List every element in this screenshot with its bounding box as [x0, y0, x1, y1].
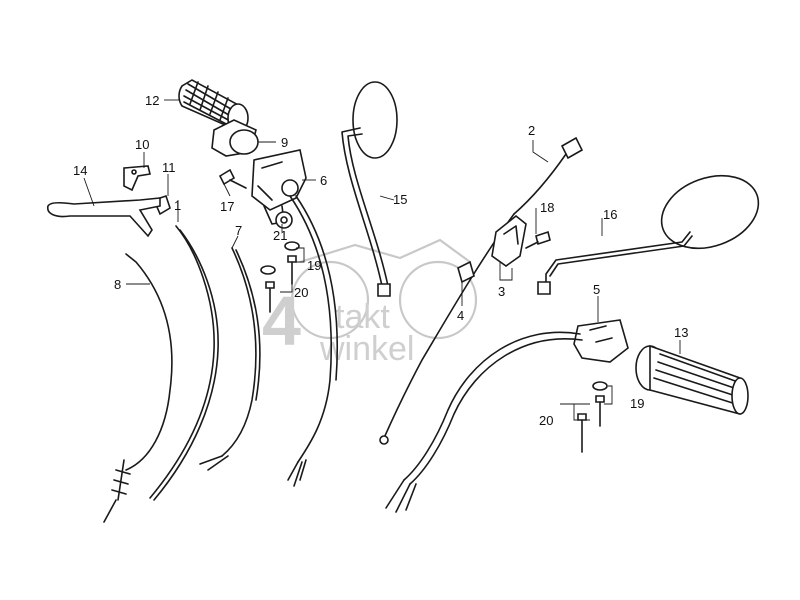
clutch-cable: [103, 253, 173, 523]
nut-part: [275, 211, 293, 229]
right-switch-housing: [573, 319, 629, 363]
callout-20-right: 20: [539, 413, 553, 428]
right-switch: [491, 214, 527, 267]
washer-and-bolts-right: [577, 381, 608, 453]
callout-16: 16: [603, 207, 617, 222]
watermark-logo: 4 takt winkel: [262, 238, 478, 368]
watermark-line2: winkel: [319, 330, 414, 368]
callout-15: 15: [393, 192, 407, 207]
callout-5: 5: [593, 282, 600, 297]
left-wire-harness: [287, 195, 339, 487]
callout-9: 9: [281, 135, 288, 150]
callout-14: 14: [73, 163, 87, 178]
screw-part: [218, 168, 247, 189]
right-grip: [635, 344, 749, 415]
right-mirror: [537, 174, 760, 295]
left-mirror: [341, 81, 398, 297]
callout-19-right: 19: [630, 396, 644, 411]
callout-2: 2: [528, 123, 535, 138]
callout-20-left: 20: [294, 285, 308, 300]
screw-right: [525, 230, 551, 249]
callout-3: 3: [498, 284, 505, 299]
right-wire-harness: [385, 331, 583, 513]
leader-lines: [83, 99, 681, 421]
callout-6: 6: [320, 173, 327, 188]
lever-bracket: [123, 165, 151, 192]
watermark-numeral: 4: [262, 282, 301, 360]
callout-21: 21: [273, 228, 287, 243]
clutch-lever: [46, 197, 161, 238]
callout-8: 8: [114, 277, 121, 292]
callout-17: 17: [220, 199, 234, 214]
washer-and-bolts-left: [260, 241, 300, 313]
cable-1: [149, 225, 219, 501]
throttle-cable: [379, 136, 584, 445]
callout-numbers: 1 2 3 4 5 6 7 8 9 10 11 12 13 14 15 16 1…: [73, 93, 688, 428]
callout-1: 1: [174, 198, 181, 213]
callout-13: 13: [674, 325, 688, 340]
callout-18: 18: [540, 200, 554, 215]
callout-10: 10: [135, 137, 149, 152]
callout-12: 12: [145, 93, 159, 108]
cable-7: [199, 247, 261, 471]
grip-sleeve: [211, 119, 259, 157]
callout-7: 7: [235, 223, 242, 238]
watermark-line1: takt: [335, 298, 390, 336]
callout-4: 4: [457, 308, 464, 323]
callout-19-left: 19: [307, 258, 321, 273]
cable-clip: [457, 260, 475, 284]
callout-11: 11: [162, 160, 176, 175]
